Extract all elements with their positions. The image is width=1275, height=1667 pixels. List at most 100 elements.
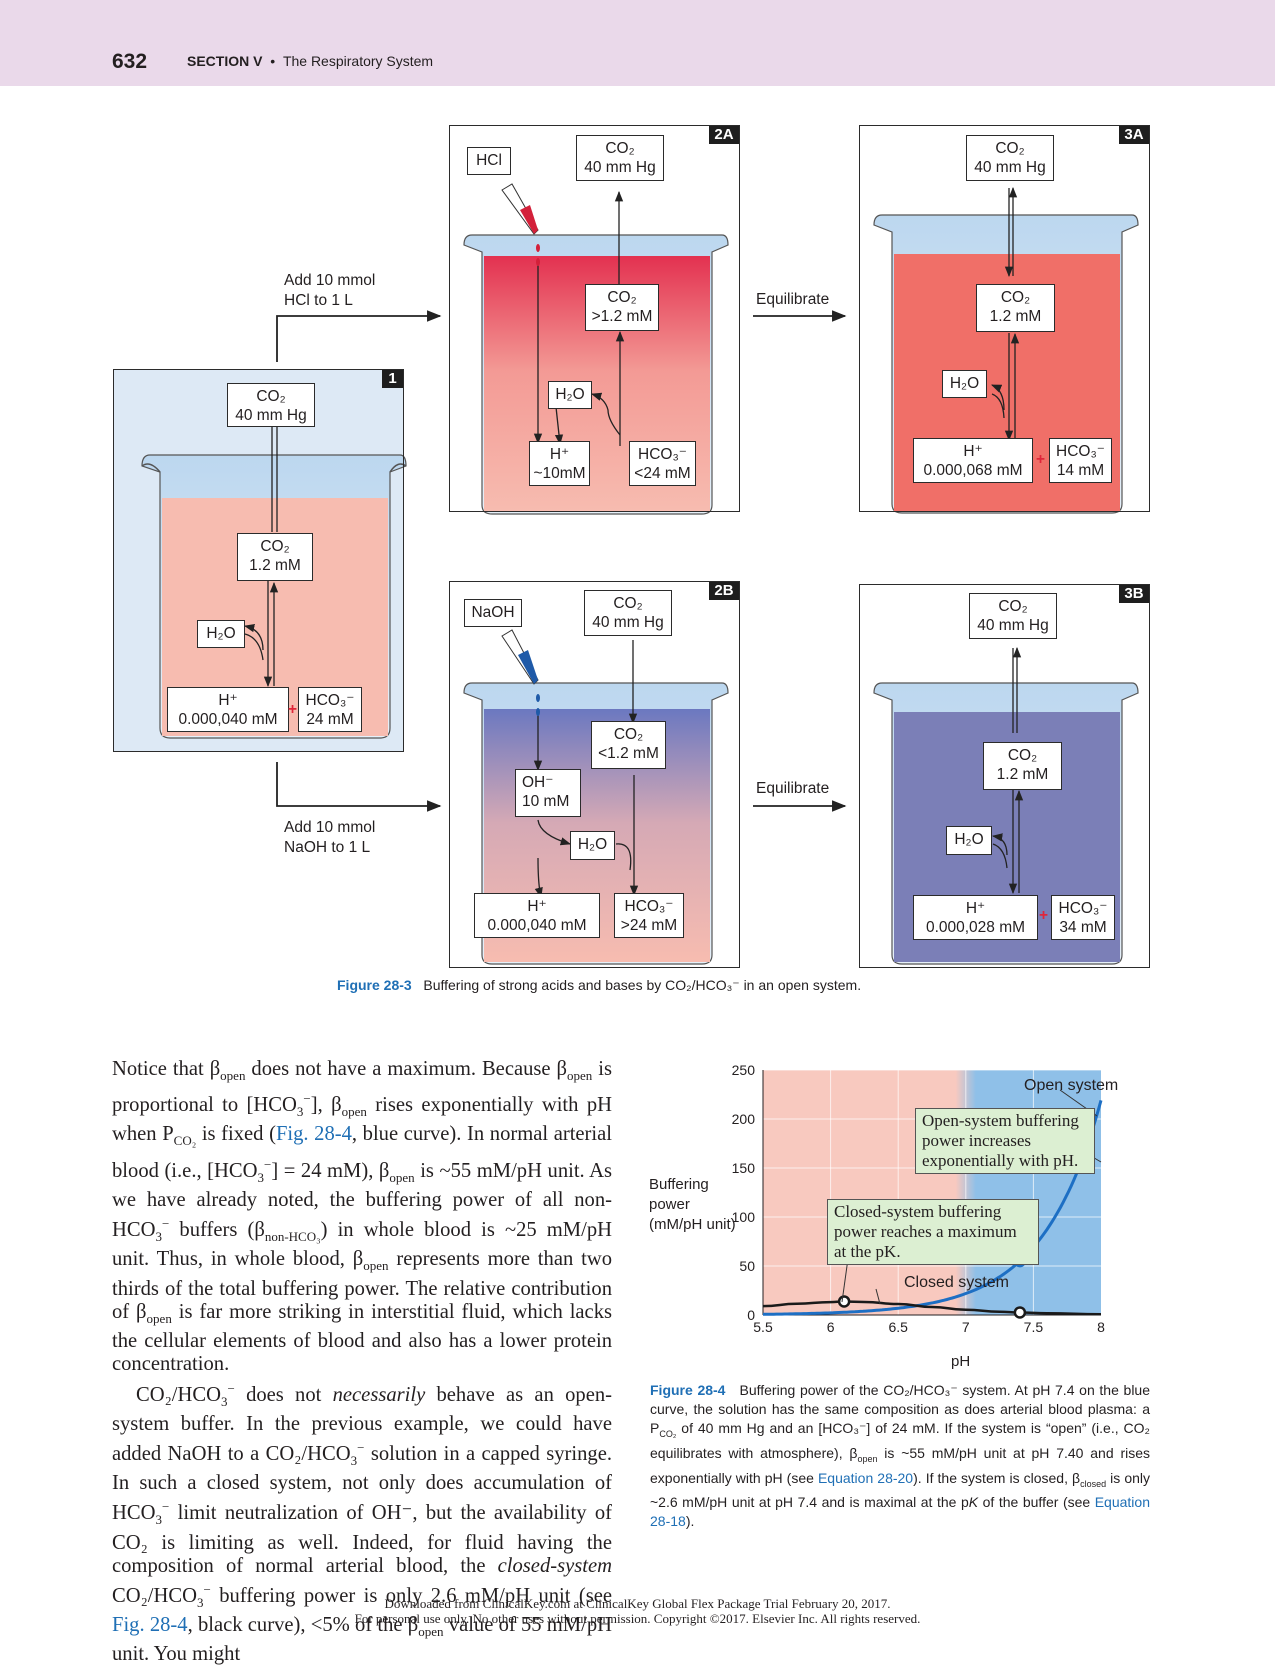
- panel-2a: [449, 125, 740, 512]
- h-label: H⁺: [965, 900, 986, 917]
- panel-2a-reagent: HCl: [467, 147, 511, 175]
- h-value: ~10mM: [533, 465, 586, 482]
- text-run: buffering power is only 2.6 mM/pH unit (…: [210, 1584, 612, 1607]
- panel-1-tag: 1: [382, 370, 403, 388]
- text-run: ], β: [310, 1094, 342, 1117]
- panel-2b: [449, 581, 740, 968]
- h-value: 0.000,028 mM: [925, 919, 1026, 936]
- hco3-value: <24 mM: [634, 465, 691, 482]
- leader-closed-2: [875, 1288, 881, 1305]
- page-header: 632 SECTION V • The Respiratory System: [0, 0, 1275, 86]
- co2-value: 40 mm Hg: [592, 614, 664, 631]
- paragraph-1: Notice that βopen does not have a maximu…: [112, 1058, 612, 1377]
- y-tick-label: 0: [747, 1307, 755, 1323]
- hco3-label: HCO₃⁻: [1058, 900, 1108, 917]
- caption-sub-pco2: CO₂: [659, 1428, 677, 1439]
- y-tick-label: 150: [732, 1160, 756, 1176]
- text-run: −: [203, 1581, 211, 1597]
- y-tick-label: 250: [732, 1062, 756, 1078]
- x-tick-label: 7: [962, 1319, 970, 1335]
- co2-value: 40 mm Hg: [584, 159, 656, 176]
- panel-3a-h2o: H₂O: [942, 370, 987, 398]
- panel-2b-tag: 2B: [709, 582, 739, 600]
- co2-value: 40 mm Hg: [974, 159, 1046, 176]
- text-run: does not have a maximum. Because β: [245, 1058, 567, 1080]
- panel-3a-tag: 3A: [1119, 126, 1149, 144]
- page-number: 632: [112, 50, 148, 73]
- panel-3a-co2-gas: CO₂ 40 mm Hg: [966, 135, 1054, 181]
- caption-text-7: ).: [685, 1513, 695, 1530]
- panel-2b-h-ion: H⁺0.000,040 mM: [474, 893, 600, 938]
- panel-1-hco3: HCO₃⁻24 mM: [298, 687, 362, 732]
- co2-value: 1.2 mM: [989, 308, 1042, 325]
- equation-28-18-link[interactable]: Equation 28-18: [650, 1494, 1150, 1530]
- h-label: H⁺: [527, 898, 547, 915]
- hco3-value: 34 mM: [1059, 919, 1107, 936]
- text-run: is ~55 mM/pH unit. As we have already no…: [112, 1159, 612, 1242]
- body-text: Notice that βopen does not have a maximu…: [112, 1058, 612, 1667]
- text-run: is fixed (: [196, 1123, 276, 1146]
- panel-2a-co2-sol: CO₂>1.2 mM: [585, 284, 659, 331]
- panel-1-h-ion: H⁺0.000,040 mM: [167, 687, 289, 732]
- annotation-open: Open-system buffering power increases ex…: [915, 1108, 1095, 1174]
- co2-label: CO₂: [1000, 289, 1031, 306]
- text-run: closed-system: [497, 1554, 612, 1577]
- caption-text: Buffering of strong acids and bases by C…: [423, 977, 862, 993]
- panel-2a-h-ion: H⁺ ~10mM: [529, 441, 590, 486]
- text-run: 3: [257, 1169, 265, 1185]
- hco3-value: >24 mM: [620, 917, 678, 934]
- text-run: limit neutralization of OH⁻, but the ava…: [112, 1502, 612, 1577]
- text-run: buffers (β: [169, 1219, 265, 1242]
- panel-1-plus: +: [288, 701, 298, 718]
- panel-1: [113, 369, 404, 752]
- panel-2b-co2-gas: CO₂ 40 mm Hg: [584, 590, 672, 636]
- y-tick-label: 200: [732, 1111, 756, 1127]
- oh-value: 10 mM: [522, 793, 570, 810]
- equation-28-20-link[interactable]: Equation 28-20: [817, 1469, 914, 1486]
- co2-label: CO₂: [256, 388, 286, 405]
- co2-label: CO₂: [613, 595, 643, 612]
- paragraph-2: CO₂/HCO3− does not necessarily behave as…: [112, 1377, 612, 1667]
- text-run: , blue curve). In normal arterial blood …: [112, 1123, 612, 1182]
- co2-value: 1.2 mM: [996, 766, 1049, 783]
- text-run: , black curve), <5% of the β: [187, 1614, 419, 1637]
- closed-system-point-ph74: [1013, 1306, 1027, 1319]
- panel-2b-reagent: NaOH: [464, 599, 522, 627]
- panel-2b-hco3: HCO₃⁻>24 mM: [614, 893, 684, 938]
- h-value: 0.000,068 mM: [923, 462, 1023, 479]
- co2-value: 40 mm Hg: [977, 617, 1049, 634]
- text-run: −: [161, 1499, 170, 1515]
- text-run: 3: [350, 1452, 358, 1468]
- open-system-line: [763, 1099, 1103, 1316]
- text-run: 3: [221, 1393, 228, 1409]
- figure-28-3-caption: Figure 28-3 Buffering of strong acids an…: [337, 977, 861, 994]
- panel-3a-h-ion: H⁺0.000,068 mM: [913, 438, 1033, 483]
- text-run: non-HCO₃: [264, 1229, 321, 1245]
- figure-link[interactable]: Fig. 28-4: [275, 1123, 352, 1146]
- co2-label: CO₂: [995, 140, 1025, 157]
- panel-2b-oh: OH⁻10 mM: [515, 769, 581, 817]
- caption-pk: K: [968, 1494, 979, 1511]
- text-run: CO₂: [173, 1133, 197, 1149]
- text-run: open: [363, 1258, 389, 1274]
- text-run: −: [227, 1380, 235, 1396]
- text-run: rises exponentially with pH when P: [112, 1094, 612, 1146]
- x-tick-label: 8: [1097, 1319, 1105, 1335]
- x-tick-label: 6: [827, 1319, 835, 1335]
- co2-value: >1.2 mM: [591, 308, 653, 325]
- series-label-closed: Closed system: [904, 1274, 1009, 1291]
- page-footer: Downloaded from ClinicalKey.com at Clini…: [0, 1596, 1275, 1626]
- annotation-closed: Closed-system buffering power reaches a …: [827, 1199, 1039, 1265]
- figure-28-3-arrows: [243, 183, 1024, 899]
- h-label: H⁺: [549, 446, 570, 463]
- figure-link[interactable]: Fig. 28-4: [112, 1614, 188, 1637]
- panel-2a-hco3: HCO₃⁻<24 mM: [629, 441, 696, 486]
- co2-value: <1.2 mM: [598, 745, 659, 762]
- co2-value: 40 mm Hg: [235, 407, 307, 424]
- text-run: 3: [155, 1229, 162, 1245]
- x-tick-label: 5.5: [753, 1319, 773, 1335]
- panel-1-co2-gas: CO₂ 40 mm Hg: [227, 383, 315, 427]
- footer-line-2: For personal use only. No other uses wit…: [354, 1611, 921, 1626]
- caption-sub-open: open: [857, 1453, 878, 1464]
